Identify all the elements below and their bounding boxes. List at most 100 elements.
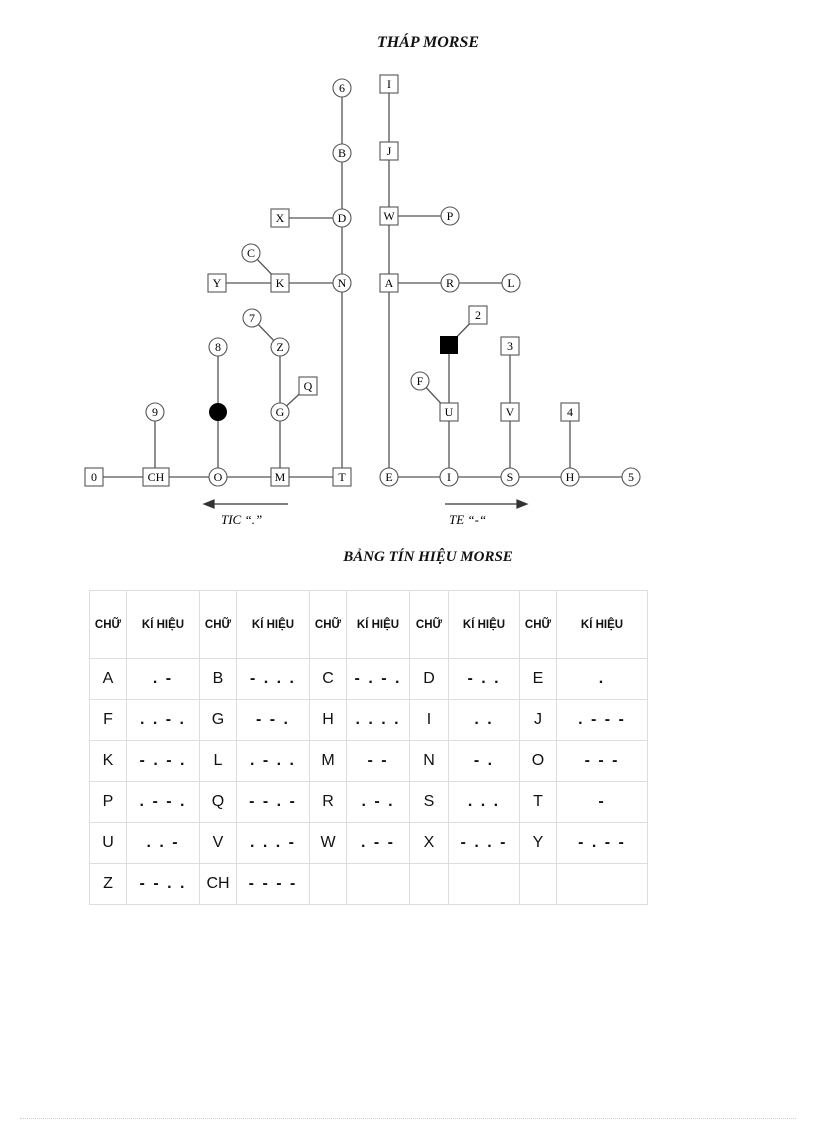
node-q: Q — [304, 379, 313, 393]
letter-cell: I — [409, 699, 449, 741]
symbol-cell: - . . — [448, 658, 520, 700]
node-f: F — [417, 374, 424, 388]
node-i-top: I — [387, 77, 391, 91]
morse-code-table: CHỮ KÍ HIỆU CHỮ KÍ HIỆU CHỮ KÍ HIỆU CHỮ … — [89, 590, 648, 905]
header-letter: CHỮ — [519, 590, 557, 659]
empty-dash-node — [440, 336, 458, 354]
symbol-cell: - - - — [556, 740, 648, 782]
node-d: D — [338, 211, 347, 225]
letter-cell: W — [309, 822, 347, 864]
node-m: M — [275, 470, 286, 484]
symbol-cell: . . - . — [126, 699, 200, 741]
letter-cell: Y — [519, 822, 557, 864]
node-z: Z — [276, 340, 283, 354]
node-v: V — [506, 405, 515, 419]
symbol-cell: - . — [448, 740, 520, 782]
letter-cell — [409, 863, 449, 905]
symbol-cell: - . - . — [346, 658, 410, 700]
node-9: 9 — [152, 405, 158, 419]
letter-cell: Q — [199, 781, 237, 823]
node-h: H — [566, 470, 575, 484]
node-6: 6 — [339, 81, 345, 95]
symbol-cell: - . - - — [556, 822, 648, 864]
node-k: K — [276, 276, 285, 290]
header-symbol: KÍ HIỆU — [236, 590, 310, 659]
node-w: W — [383, 209, 395, 223]
left-arrow-label: TIC “.” — [221, 512, 262, 527]
node-c: C — [247, 246, 255, 260]
node-n: N — [338, 276, 347, 290]
node-e: E — [385, 470, 392, 484]
symbol-cell — [448, 863, 520, 905]
letter-cell: S — [409, 781, 449, 823]
node-i: I — [447, 470, 451, 484]
node-8: 8 — [215, 340, 221, 354]
header-symbol: KÍ HIỆU — [346, 590, 410, 659]
node-j: J — [387, 144, 392, 158]
node-2: 2 — [475, 308, 481, 322]
letter-cell: T — [519, 781, 557, 823]
letter-cell: O — [519, 740, 557, 782]
symbol-cell: - - — [346, 740, 410, 782]
symbol-cell — [556, 863, 648, 905]
node-7: 7 — [249, 311, 255, 325]
symbol-cell: . - - - — [556, 699, 648, 741]
symbol-cell: - . . . — [236, 658, 310, 700]
node-b: B — [338, 146, 346, 160]
header-symbol: KÍ HIỆU — [556, 590, 648, 659]
node-r: R — [446, 276, 454, 290]
letter-cell: Z — [89, 863, 127, 905]
letter-cell: CH — [199, 863, 237, 905]
node-5: 5 — [628, 470, 634, 484]
symbol-cell: . - . . — [236, 740, 310, 782]
letter-cell: C — [309, 658, 347, 700]
table-row: Z- - . .CH- - - - — [89, 863, 648, 905]
header-letter: CHỮ — [199, 590, 237, 659]
letter-cell — [309, 863, 347, 905]
table-row: A. -B- . . .C- . - .D- . .E. — [89, 658, 648, 700]
letter-cell: X — [409, 822, 449, 864]
symbol-cell: - - . . — [126, 863, 200, 905]
letter-cell: K — [89, 740, 127, 782]
symbol-cell: - — [556, 781, 648, 823]
letter-cell: E — [519, 658, 557, 700]
node-s: S — [507, 470, 514, 484]
letter-cell: G — [199, 699, 237, 741]
letter-cell: U — [89, 822, 127, 864]
table-row: K- . - .L. - . .M- -N- .O- - - — [89, 740, 648, 782]
symbol-cell: - - . - — [236, 781, 310, 823]
letter-cell: M — [309, 740, 347, 782]
node-ch: CH — [148, 470, 165, 484]
symbol-cell: . . — [448, 699, 520, 741]
node-4: 4 — [567, 405, 573, 419]
header-letter: CHỮ — [89, 590, 127, 659]
symbol-cell: - - . — [236, 699, 310, 741]
node-p: P — [447, 209, 454, 223]
letter-cell — [519, 863, 557, 905]
letter-cell: P — [89, 781, 127, 823]
table-header-row: CHỮ KÍ HIỆU CHỮ KÍ HIỆU CHỮ KÍ HIỆU CHỮ … — [89, 590, 648, 659]
header-symbol: KÍ HIỆU — [448, 590, 520, 659]
node-0: 0 — [91, 470, 97, 484]
letter-cell: L — [199, 740, 237, 782]
table-title: BẢNG TÍN HIỆU MORSE — [343, 549, 513, 565]
node-u: U — [445, 405, 454, 419]
node-l: L — [507, 276, 514, 290]
letter-cell: F — [89, 699, 127, 741]
node-a: A — [385, 276, 394, 290]
right-arrow-label: TE “-“ — [449, 512, 486, 527]
letter-cell: D — [409, 658, 449, 700]
symbol-cell: . . . . — [346, 699, 410, 741]
symbol-cell: . — [556, 658, 648, 700]
node-o: O — [214, 470, 223, 484]
symbol-cell: - - - - — [236, 863, 310, 905]
symbol-cell: . - - . — [126, 781, 200, 823]
morse-tower-diagram: TIC “.” TE “-“ — [84, 74, 641, 527]
node-x: X — [276, 211, 285, 225]
table-body: A. -B- . . .C- . - .D- . .E.F. . - .G- -… — [89, 658, 648, 905]
symbol-cell: - . - . — [126, 740, 200, 782]
symbol-cell: . - . — [346, 781, 410, 823]
table-row: U. . -V. . . -W. - -X- . . -Y- . - - — [89, 822, 648, 864]
tower-title: THÁP MORSE — [376, 34, 480, 51]
letter-cell: V — [199, 822, 237, 864]
